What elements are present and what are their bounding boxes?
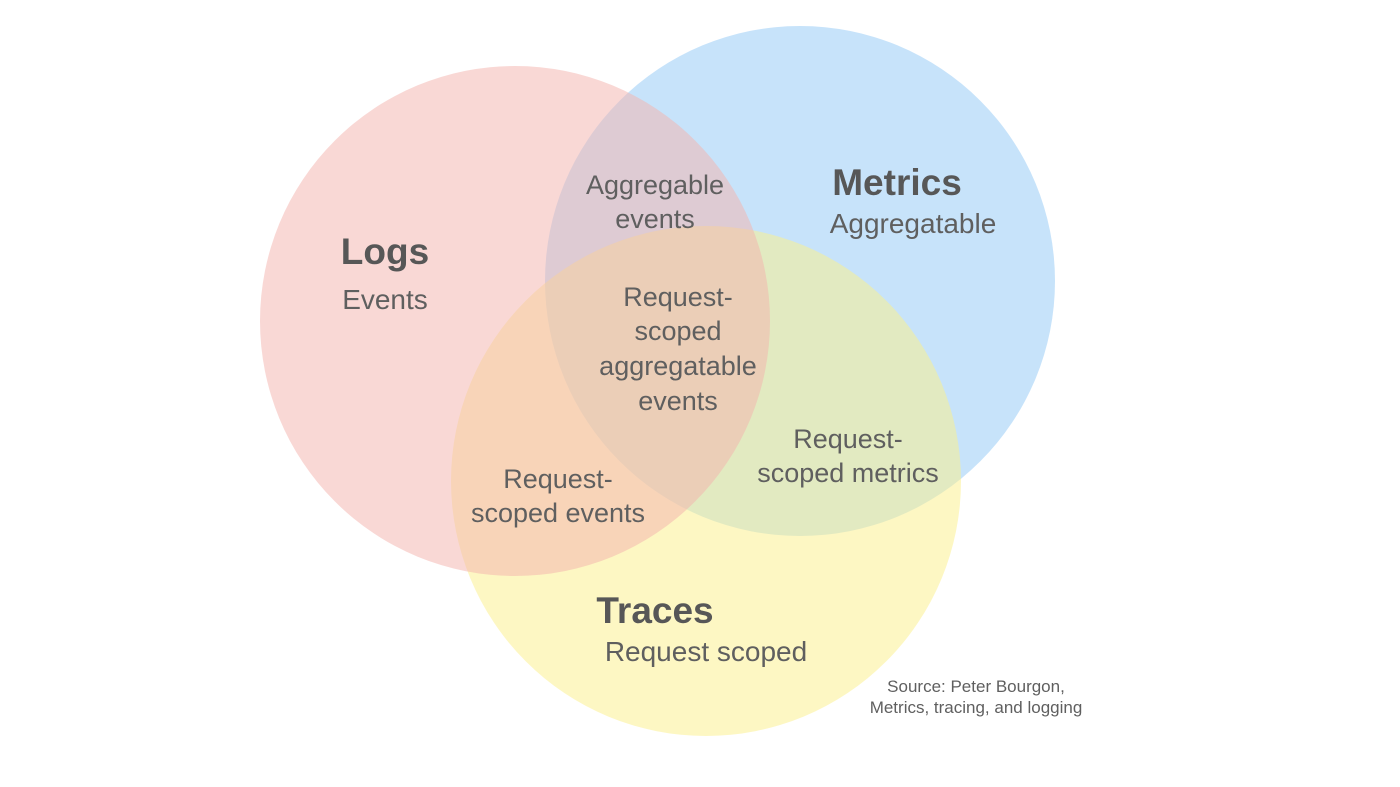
metrics-subtitle: Aggregatable [830,208,997,239]
metrics-traces-label-line1: Request- [793,424,903,454]
all-three-label-line4: events [638,386,718,416]
logs-title: Logs [341,231,429,272]
all-three-label-line3: aggregatable [599,351,757,381]
logs-traces-label-line2: scoped events [471,498,645,528]
traces-subtitle: Request scoped [605,636,807,667]
all-three-label-line2: scoped [634,316,721,346]
logs-traces-label-line1: Request- [503,464,613,494]
all-three-label-line1: Request- [623,282,733,312]
logs-subtitle: Events [342,284,428,315]
traces-title: Traces [596,590,713,631]
logs-circle [260,66,770,576]
metrics-traces-label-line2: scoped metrics [757,458,939,488]
metrics-title: Metrics [832,162,962,203]
source-line2: Metrics, tracing, and logging [870,698,1083,717]
source-line1: Source: Peter Bourgon, [887,677,1065,696]
logs-metrics-label-line2: events [615,204,695,234]
logs-metrics-label-line1: Aggregable [586,170,724,200]
